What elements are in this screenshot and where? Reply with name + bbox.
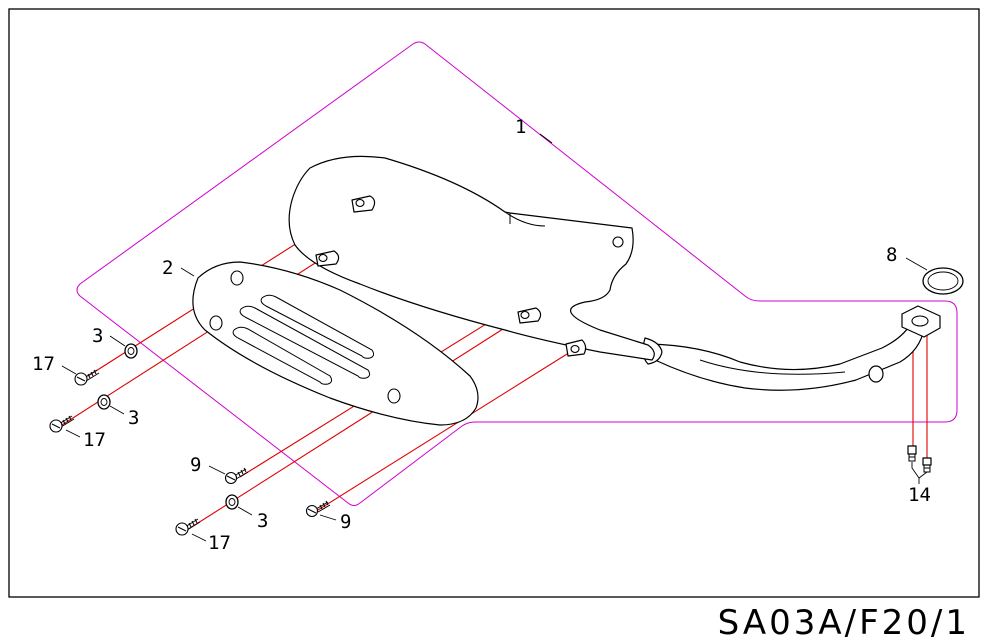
exhaust-gasket bbox=[922, 267, 964, 295]
screw-9-upper bbox=[224, 467, 249, 485]
callout-17: 17 bbox=[83, 429, 106, 451]
callout-17: 17 bbox=[208, 532, 231, 554]
flange-port bbox=[911, 315, 929, 327]
drawing-frame bbox=[8, 8, 980, 598]
leader-lines bbox=[61, 133, 928, 542]
bolt-17-upper bbox=[74, 369, 100, 386]
heat-shield bbox=[192, 261, 479, 426]
assembly-group-outline bbox=[76, 41, 958, 506]
alignment-line bbox=[186, 314, 526, 531]
heat-shield-hole bbox=[387, 388, 401, 404]
callout-2: 2 bbox=[162, 257, 173, 279]
callout-9: 9 bbox=[190, 454, 201, 476]
diagram-code: SA03A/F20/1 bbox=[718, 603, 970, 643]
washer-left-upper bbox=[124, 343, 138, 359]
callout-3: 3 bbox=[92, 325, 103, 347]
callout-17: 17 bbox=[32, 353, 55, 375]
callout-9: 9 bbox=[340, 511, 351, 533]
callout-8: 8 bbox=[886, 244, 897, 266]
bolt-17-lower bbox=[49, 415, 75, 433]
heat-shield-hole bbox=[230, 270, 244, 286]
bolt-17-bottom bbox=[175, 518, 201, 536]
callout-3: 3 bbox=[128, 407, 139, 429]
muffler-assembly bbox=[288, 155, 941, 391]
heat-shield-vents bbox=[232, 294, 375, 385]
pipe-boss bbox=[868, 365, 884, 383]
washer-left-lower bbox=[97, 394, 111, 410]
screw-9-lower bbox=[305, 500, 331, 518]
alignment-line bbox=[317, 348, 576, 511]
canister-mount-bosses bbox=[315, 195, 624, 357]
washer-bottom bbox=[225, 494, 239, 510]
muffler-canister bbox=[288, 155, 655, 361]
heat-shield-hole bbox=[209, 315, 223, 331]
exhaust-pipe bbox=[647, 324, 925, 391]
callout-14: 14 bbox=[908, 484, 931, 506]
flange-nut-left bbox=[907, 445, 917, 462]
flange-nut-right bbox=[922, 457, 932, 473]
callout-1: 1 bbox=[515, 116, 526, 138]
callout-3: 3 bbox=[257, 510, 268, 532]
